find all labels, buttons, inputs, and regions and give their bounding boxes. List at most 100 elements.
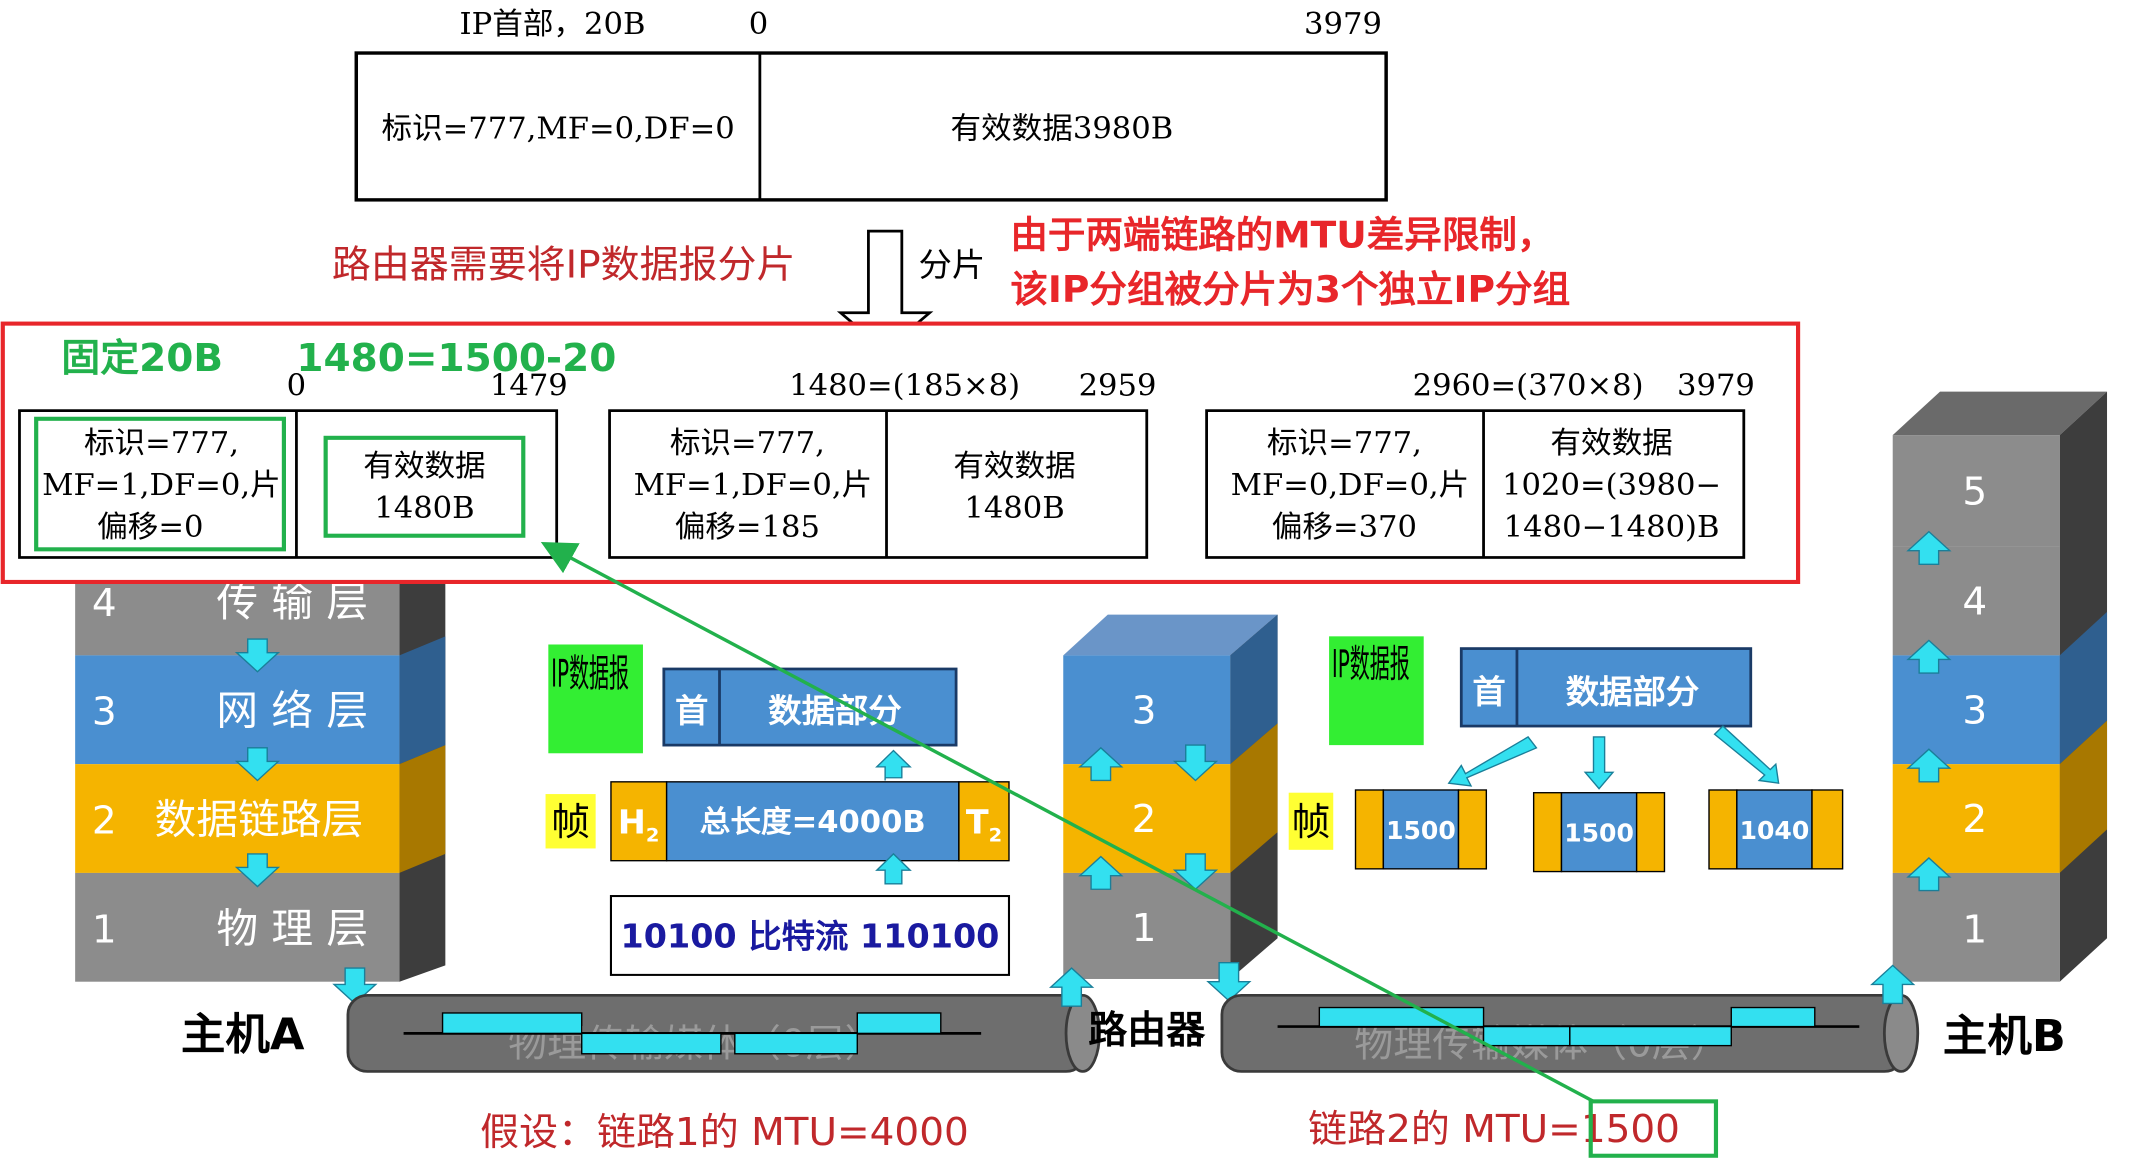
host-b-layer-1-num: 1 [1962,908,1987,952]
right-head: 首 [1472,672,1505,711]
host-a-layer-3 [75,655,400,765]
up-arrow-icon [1906,639,1952,674]
link2-encapsulation: IP数据报 首 数据部分 帧 1500 1500 1040 [1288,636,1844,873]
mtu-pointer-arrow [540,541,1595,1103]
frag1-payload-highlight [323,435,526,538]
up-arrow-icon [1048,967,1095,1007]
frag3-end: 3979 [1677,369,1755,404]
reason-line-2: 该IP分组被分片为3个独立IP分组 [1010,268,1570,310]
router-side-blue [1230,614,1278,765]
host-a-stack: 4 传 输 层 3 网 络 层 2 数据链路层 1 物 理 层 主机A [75,543,446,1061]
frag1-payload-line-2: 1480B [374,491,474,526]
router-arrows [1048,744,1252,1007]
frag3-payload-line-2: 1020=(3980− [1502,468,1721,503]
right-frame-3: 1040 [1708,789,1844,870]
link1-pulse [856,1012,942,1035]
host-a-layer-2-num: 2 [92,799,117,843]
t2-trailer [958,781,1010,862]
link1-pulse [581,1032,722,1055]
router-layer-2-num: 2 [1132,798,1157,842]
frag3-header-line-1: 标识=777, [1267,426,1422,461]
link1-mtu-assumption: 假设：链路1的 MTU=4000 [480,1110,969,1154]
h2-trailer [610,781,668,862]
link2-pulse [1318,1006,1485,1028]
frame-2-size: 1500 [1564,819,1634,848]
right-ip-datagram [1459,647,1753,728]
frame-1-size: 1500 [1386,816,1456,845]
router-needs-text: 路由器需要将IP数据报分片 [332,243,796,287]
frag1-start: 0 [287,369,306,404]
frame-label-bg [545,794,596,849]
link2-mtu-highlight [1588,1099,1719,1158]
fragment-arrow-label: 分片 [919,245,986,284]
frame-header [1532,792,1563,873]
frame-label: 帧 [551,800,590,844]
frame-body [1736,789,1813,870]
router-name: 路由器 [1088,1008,1205,1052]
host-a-layer-1-name: 物 理 层 [216,905,368,952]
link2-pulse [1569,1025,1732,1047]
router-layer-3-num: 3 [1132,689,1157,733]
link1-pulse [441,1012,583,1035]
host-a-layer-2-name: 数据链路层 [154,796,363,843]
frag1-header-line-2: MF=1,DF=0,片 [42,468,281,503]
split-arrows [1447,725,1780,790]
fixed-header-size: 固定20B [61,337,223,381]
fragments-panel: 固定20B 1480=1500-20 0 1479 标识=777, MF=1,D… [0,321,1801,584]
host-b-layer-3-num: 3 [1962,689,1987,733]
ip-datagram-label-bg [548,644,643,754]
down-arrow-icon [332,967,378,1005]
frame-body [1382,789,1460,870]
host-b-name: 主机B [1943,1012,2066,1062]
frame-trailer [1457,789,1488,870]
middle-ip-datagram [662,667,958,747]
right-frame-1: 1500 [1354,789,1488,870]
host-a-side-orange [399,745,446,873]
router-side-orange [1230,723,1278,873]
ip-datagram-label-bg-right [1329,636,1424,746]
frag1-header-highlight [34,416,286,552]
host-b-layer-5 [1892,435,2060,547]
router-top [1063,614,1278,656]
split-arrow-icon [1583,736,1615,790]
link2-pulse [1482,1025,1571,1047]
link1-encapsulation: IP数据报 首 数据部分 帧 H2 总长度=4000B T2 10100 比特流… [545,644,1011,976]
link1-medium: 物理传输媒体（0层） [346,993,1101,1073]
frag1-payload-line-1: 有效数据 [363,449,485,484]
up-arrow-icon [1906,530,1952,565]
host-a-layer-4-name: 传 输 层 [216,578,368,625]
frame-label-bg-right [1288,792,1334,850]
up-arrow-icon [1906,748,1952,783]
router-layer-1-num: 1 [1132,906,1157,950]
host-b-top [1892,391,2108,436]
frame-body [665,781,960,862]
fragment-2-box [608,409,1149,559]
frag1-header-line-3: 偏移=0 [97,510,203,545]
down-arrow-icon [234,747,281,782]
host-a-layer-3-num: 3 [92,690,117,734]
host-a-layer-1 [75,872,400,982]
frag2-payload-line-2: 1480B [964,491,1064,526]
frag3-payload-line-3: 1480−1480)B [1504,510,1720,545]
up-arrow-icon [1906,857,1952,892]
frame-trailer [1635,792,1666,873]
host-b-side-blue [2059,611,2108,765]
router-stack: 3 2 1 路由器 [1048,614,1278,1053]
up-arrow-icon [1078,746,1124,782]
split-arrow-icon [1447,736,1538,787]
router-layer-1 [1063,872,1231,979]
host-a-down-arrows [234,638,378,1005]
frame-3-size: 1040 [1740,816,1810,845]
reason-line-1: 由于两端链路的MTU差异限制， [1010,214,1554,256]
down-arrow-icon [1172,853,1219,891]
host-b-stack: 5 4 3 2 1 主机B [1870,391,2108,1062]
link2-cable-end [1882,993,1920,1073]
host-a-layer-2 [75,764,400,873]
fragment-1-box [18,409,559,559]
frag3-header-line-3: 偏移=370 [1272,510,1417,545]
frame-trailer [1811,789,1844,870]
link2-medium: 物理传输媒体（0层） [1220,993,1920,1073]
down-arrow-icon [234,853,281,888]
host-b-layer-2-num: 2 [1962,798,1987,842]
